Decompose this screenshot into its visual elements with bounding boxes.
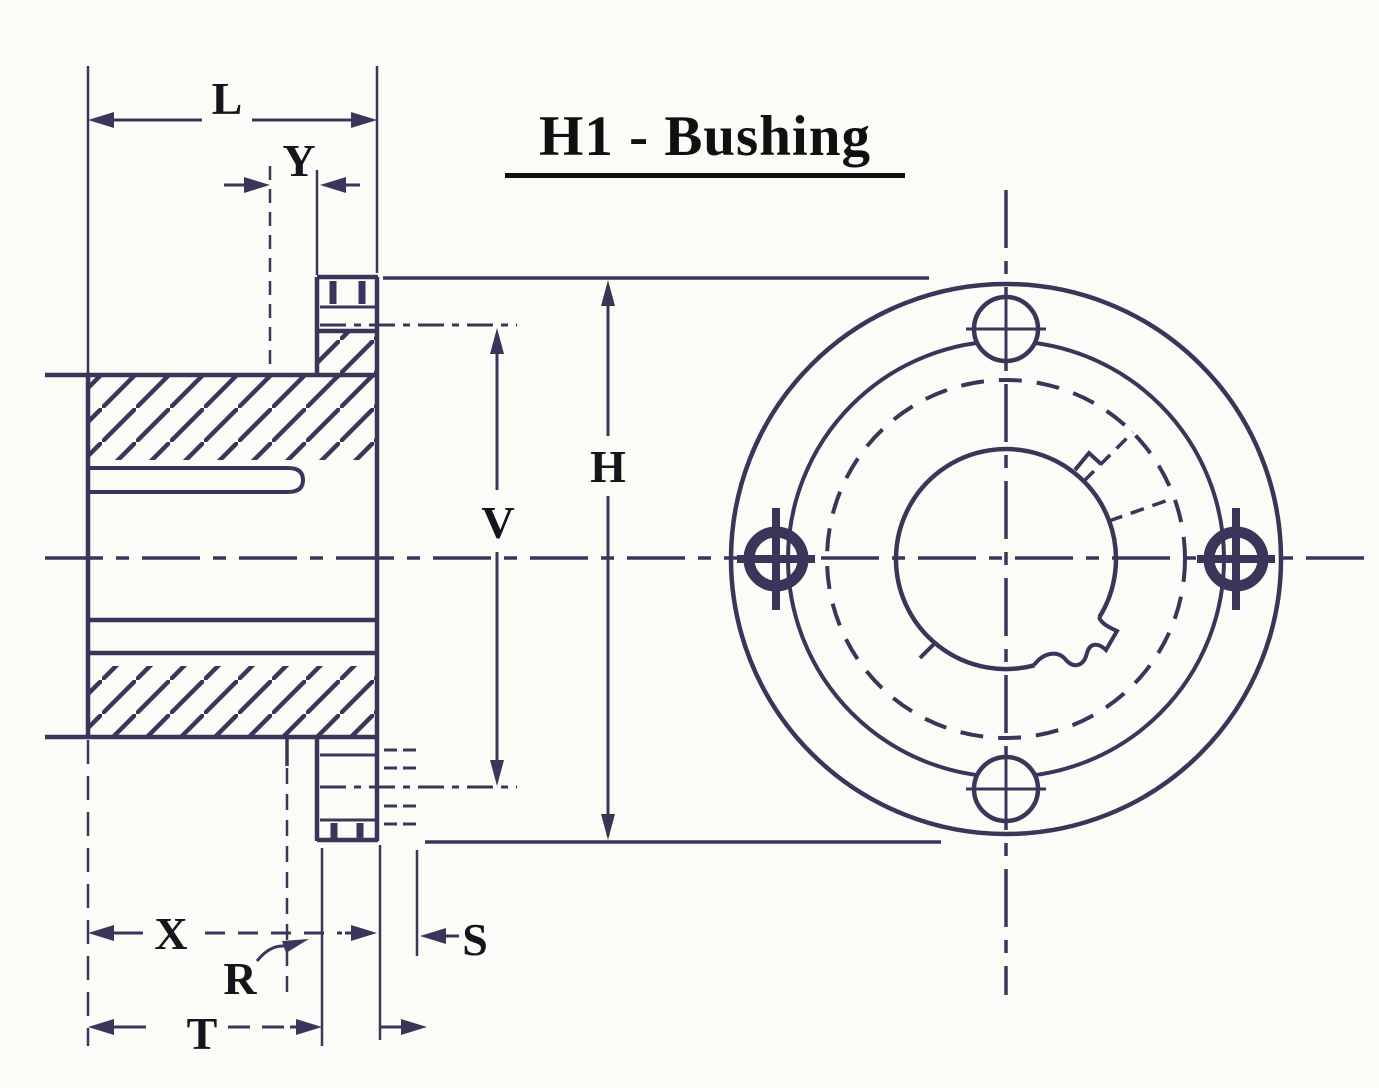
dim-label-v: V xyxy=(481,497,514,548)
dim-label-l: L xyxy=(212,73,243,124)
section-view xyxy=(45,274,517,843)
hidden-keyway xyxy=(1082,430,1175,523)
bolt-hole-left xyxy=(737,508,815,610)
centerlines xyxy=(45,190,1364,995)
bolt-hole-bottom xyxy=(966,751,1046,827)
dim-label-s: S xyxy=(462,914,488,965)
bore-notch-mark xyxy=(1073,450,1103,472)
bore-circle xyxy=(893,446,1119,672)
bolt-hole-top xyxy=(966,291,1046,367)
dim-label-h: H xyxy=(590,441,626,492)
dimension-lines xyxy=(88,112,615,1035)
dim-label-x: X xyxy=(154,908,187,959)
thread-dashes xyxy=(384,748,416,826)
outer-circle xyxy=(728,281,1284,837)
drawing-title: H1 - Bushing xyxy=(505,104,905,178)
screw-hole-ticks xyxy=(329,281,366,838)
dim-X xyxy=(88,925,377,941)
dimension-labels: L Y V H X R T S xyxy=(154,73,626,1059)
dim-H xyxy=(601,280,615,840)
sawcut-slot xyxy=(88,466,306,494)
hidden-taper-circle xyxy=(825,378,1187,740)
dim-L xyxy=(88,112,377,128)
screw-hole-sections xyxy=(320,305,376,822)
section-outline xyxy=(45,274,380,843)
hatch-lower-band xyxy=(90,666,376,736)
bolt-hole-right xyxy=(1197,508,1275,610)
dim-V xyxy=(490,328,504,786)
dim-label-r: R xyxy=(223,953,257,1004)
hatch-upper-flange xyxy=(319,333,376,379)
keyway-notch xyxy=(1032,616,1120,668)
bore-tick-lower-left xyxy=(918,641,937,660)
front-view xyxy=(728,281,1284,837)
hatch-upper-band xyxy=(90,377,376,460)
dim-T xyxy=(88,1019,427,1035)
dim-Y xyxy=(224,177,360,193)
dim-label-t: T xyxy=(187,1008,218,1059)
dim-R-leader xyxy=(255,939,309,962)
screw-axes xyxy=(320,323,517,789)
dim-label-y: Y xyxy=(282,135,315,186)
extension-lines xyxy=(86,66,941,1046)
dim-S xyxy=(420,928,459,944)
